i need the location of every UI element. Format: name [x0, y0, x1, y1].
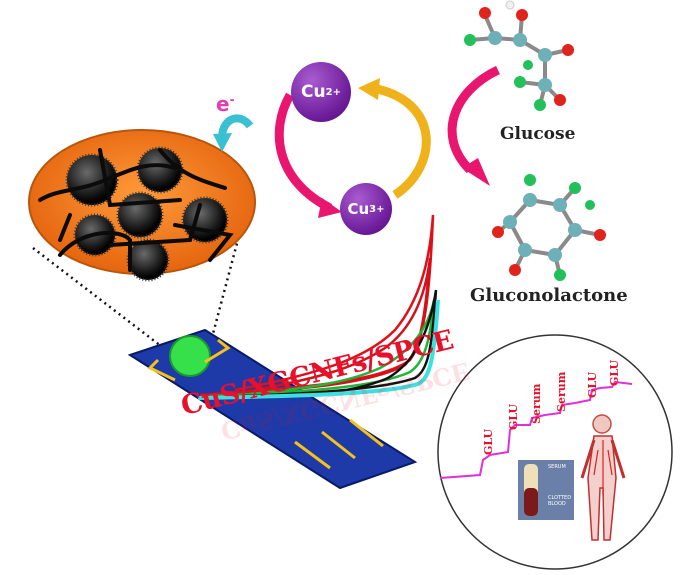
cu2-base: Cu: [301, 82, 326, 102]
conversion-arc: [447, 65, 500, 174]
reduction-arrowhead: [318, 198, 342, 218]
amperometric-trace: [439, 380, 633, 479]
electron-base: e: [216, 92, 230, 116]
reduction-arc: [274, 92, 333, 213]
cu2-charge: 2+: [325, 86, 341, 98]
conversion-arrowhead: [462, 158, 490, 186]
peak-label: GLU: [608, 359, 621, 386]
electron-charge: -: [229, 92, 235, 107]
peak-label: Serum: [555, 371, 568, 412]
glucose-label: Glucose: [500, 124, 576, 144]
electron-transfer-arrow: [218, 114, 254, 139]
human-circulatory-figure: [580, 414, 626, 541]
contact-pad-3: [349, 418, 384, 448]
contact-pad-1: [294, 440, 331, 470]
screen-printed-electrode: [127, 328, 418, 490]
tube-bottom-label: CLOTTED BLOOD: [548, 495, 572, 507]
inset-circle: [437, 334, 673, 570]
working-electrode: [169, 335, 211, 377]
dotted-connector-right: [208, 231, 242, 346]
peak-label: Serum: [530, 383, 543, 424]
carbon-nanofibers: [38, 148, 234, 272]
oxidation-arrowhead: [358, 78, 380, 100]
blood-tube-photo: [518, 460, 574, 520]
peak-label: GLU: [586, 371, 599, 398]
nanocomposite-disk: [28, 129, 256, 282]
glucose-molecule: [464, 0, 574, 111]
cu3-base: Cu: [347, 200, 370, 218]
electron-label: e-: [216, 92, 235, 116]
gluconolactone-molecule: [492, 174, 606, 281]
peak-label: GLU: [482, 428, 495, 455]
reference-electrode: [147, 358, 176, 382]
counter-electrode: [204, 338, 231, 364]
electron-transfer-arrowhead: [213, 133, 232, 152]
oxidation-arc: [371, 83, 431, 199]
tube-top-label: SERUM: [548, 464, 566, 470]
gluconolactone-label: Gluconolactone: [470, 285, 628, 306]
contact-pad-2: [321, 430, 356, 460]
peak-label: GLU: [507, 403, 520, 430]
cu3-charge: 3+: [369, 203, 385, 215]
cyclic-voltammograms: [197, 214, 440, 400]
